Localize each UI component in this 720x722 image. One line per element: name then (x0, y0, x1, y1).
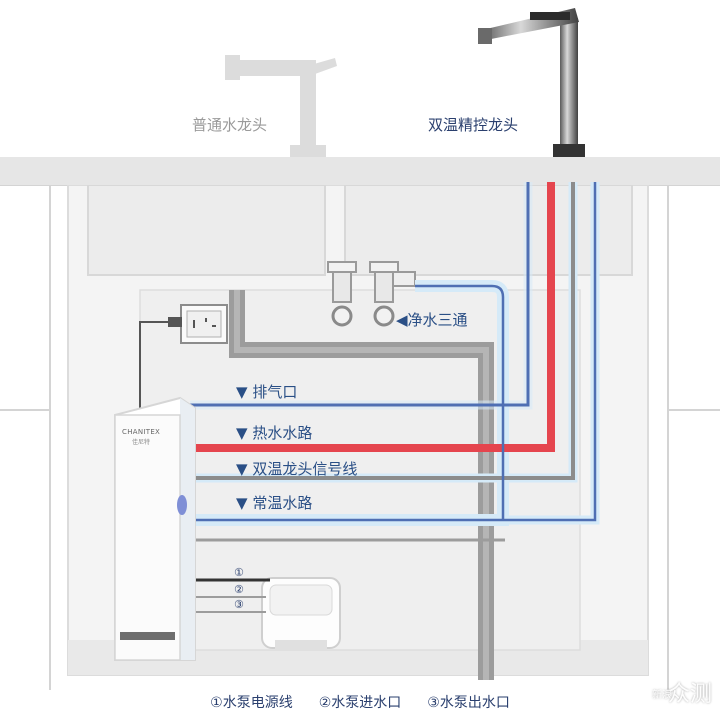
marker-3: ③ (234, 598, 244, 611)
watermark: 新浪众测 (652, 676, 712, 708)
normal-faucet-icon (225, 55, 337, 157)
pipes (190, 182, 600, 542)
down-triangle-icon: ▼ (236, 383, 248, 401)
power-outlet (180, 304, 228, 344)
tee-label: ◀净水三通 (396, 311, 468, 329)
pump-lines (196, 578, 270, 613)
sink-basin-left (87, 184, 326, 276)
hot-water-label: ▼ 热水水路 (236, 424, 313, 442)
legend-item-1: ①水泵电源线 (210, 695, 293, 711)
normal-water-label: ▼ 常温水路 (236, 494, 313, 512)
down-triangle-icon: ▼ (236, 460, 248, 478)
water-pump (261, 577, 341, 650)
device-sub: 佳尼特 (132, 439, 151, 446)
angle-valve-right (369, 261, 416, 327)
tee-pipe (415, 284, 505, 520)
watermark-text: 众测 (667, 682, 712, 707)
device-brand: CHANITEX (122, 428, 161, 436)
legend-item-2: ②水泵进水口 (318, 695, 402, 711)
down-triangle-icon: ▼ (236, 424, 248, 442)
hot-water-pipe (190, 182, 555, 452)
legend: ①水泵电源线 ②水泵进水口 ③水泵出水口 (0, 692, 720, 722)
signal-line-label: ▼ 双温龙头信号线 (236, 460, 358, 478)
dual-faucet-icon (478, 8, 585, 157)
legend-item-3: ③水泵出水口 (427, 695, 510, 711)
countertop (0, 157, 720, 185)
water-purifier (114, 396, 196, 661)
marker-1: ① (234, 566, 244, 579)
angle-valve-left (327, 261, 357, 327)
normal-faucet-label: 普通水龙头 (192, 116, 268, 134)
down-triangle-icon: ▼ (236, 494, 248, 512)
left-triangle-icon: ◀ (396, 311, 408, 329)
dual-faucet-label: 双温精控龙头 (428, 116, 519, 134)
marker-2: ② (234, 583, 244, 596)
power-cable (139, 321, 181, 420)
exhaust-label: ▼ 排气口 (236, 383, 298, 401)
watermark-sina: 新浪 (651, 689, 672, 701)
